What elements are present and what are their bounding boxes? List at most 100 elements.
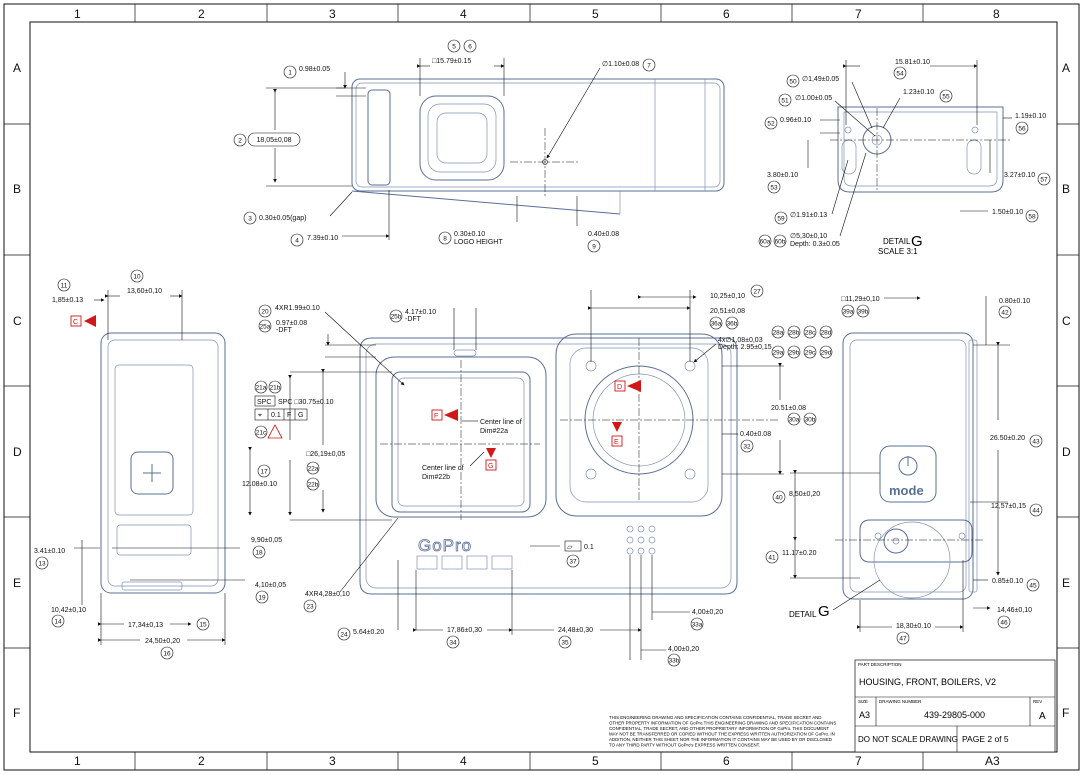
title-block: PART DESCRIPTION HOUSING, FRONT, BOILERS… [854, 659, 1056, 753]
dim-57: 3.27±0.10 [1004, 172, 1035, 179]
balloon-25a: 25a [260, 324, 271, 331]
balloon-29b: 29b [789, 350, 800, 357]
balloon-13: 13 [38, 561, 46, 568]
zone-col-8-top: 8 [993, 7, 1000, 21]
dim-17: 12.08±0.10 [242, 481, 277, 488]
balloon-32: 32 [743, 444, 751, 451]
dim-25b-dft: -DFT [405, 316, 422, 323]
balloon-34: 34 [449, 640, 457, 647]
note-centerline-22b-ref: Dim#22b [422, 474, 450, 481]
right-side-view: mode [835, 332, 985, 600]
balloon-50: 50 [789, 79, 797, 86]
dim-27-depth: Depth: 2.95±0,15 [718, 344, 772, 351]
zone-col-6-bottom: 6 [723, 754, 730, 768]
zone-row-a-right: A [1062, 61, 1070, 75]
zone-row-a-left: A [13, 61, 21, 75]
front-view-dimensions: 20 4XR1.99±0.10 25a 0.97±0.08 -DFT 25b 4… [254, 284, 833, 667]
dim-55: 1.23±0.10 [903, 89, 934, 96]
balloon-59: 59 [777, 216, 785, 223]
dim-20v: 20.51±0.08 [771, 405, 806, 412]
balloon-29a: 29a [773, 350, 784, 357]
dim-34: 17,86±0,30 [447, 627, 482, 634]
detail-g-dimensions: 15.81±0.10 54 50 ∅1,49±0.05 51 ∅1.00±0.0… [758, 59, 1051, 256]
dim-9: 0.40±0.08 [588, 231, 619, 238]
balloon-17: 17 [260, 469, 268, 476]
dim-58: 1.50±0.10 [992, 209, 1023, 216]
dim-54: 15.81±0.10 [895, 59, 930, 66]
balloon-36a: 36a [711, 321, 722, 328]
dim-1: 0.98±0.05 [299, 66, 330, 73]
balloon-52: 52 [767, 121, 775, 128]
balloon-53: 53 [770, 185, 778, 192]
zone-col-2-top: 2 [198, 7, 205, 21]
detail-g-reference: DETAIL [789, 610, 817, 619]
balloon-41: 41 [768, 555, 776, 562]
dim-21: SPC □30.75±0.10 [278, 399, 334, 406]
datum-f-label: F [434, 413, 438, 420]
dim-14: 10,42±0,10 [51, 607, 86, 614]
dim-56: 1.19±0.10 [1015, 113, 1046, 120]
confidential-line-3: CONFIDENTIAL, TRADE SECRET, AND OTHER PR… [609, 726, 829, 731]
zone-col-5-bottom: 5 [592, 754, 599, 768]
dim-13: 3.41±0.10 [34, 548, 65, 555]
fcf-tolerance: 0.1 [271, 412, 281, 419]
zone-row-d-left: D [13, 445, 22, 459]
dim-19: 4,10±0,05 [255, 582, 286, 589]
dim-23: 4XR4,28±0,10 [305, 591, 350, 598]
balloon-10: 10 [133, 274, 141, 281]
left-side-dimensions: 11 1,85±0.13 10 13,60±0,10 C 17 12.08±0.… [34, 269, 286, 660]
fcf-datum-g: G [298, 412, 303, 419]
balloon-40: 40 [775, 495, 783, 502]
zone-row-d-right: D [1062, 445, 1071, 459]
dim-39: □11,29±0,10 [841, 296, 880, 303]
part-description-label: PART DESCRIPTION [858, 662, 902, 667]
dim-15: 17,34±0,13 [128, 622, 163, 629]
dim-3: 0.30±0.05(gap) [259, 215, 306, 222]
balloon-56: 56 [1018, 126, 1026, 133]
balloon-28d: 28d [821, 330, 832, 337]
zone-col-7-bottom: 7 [855, 754, 862, 768]
dim-7: ∅1.10±0.08 [602, 61, 639, 68]
mode-button-label: mode [889, 483, 924, 498]
dim-53: 3.80±0.10 [767, 172, 798, 179]
zone-col-4-bottom: 4 [460, 754, 467, 768]
detail-g-view [830, 106, 1010, 193]
dim-44: 12,57±0,15 [991, 503, 1026, 510]
do-not-scale-note: DO NOT SCALE DRAWING [858, 735, 958, 744]
zone-row-b-right: B [1062, 182, 1070, 196]
balloon-54: 54 [896, 71, 904, 78]
dim-45: 0.85±0.10 [992, 578, 1023, 585]
balloon-1: 1 [288, 70, 292, 77]
dim-10r: 10,25±0,10 [710, 293, 745, 300]
zone-row-f-left: F [13, 706, 20, 720]
dim-20r: 20,51±0,08 [710, 308, 745, 315]
zone-col-2-bottom: 2 [198, 754, 205, 768]
zone-row-c-left: C [13, 314, 22, 328]
balloon-22b: 22b [308, 482, 319, 489]
fcf-datum-f: F [287, 412, 291, 419]
balloon-16: 16 [163, 651, 171, 658]
balloon-44: 44 [1032, 508, 1040, 515]
zone-col-5-top: 5 [592, 7, 599, 21]
datum-c-label: C [73, 319, 78, 326]
balloon-36b: 36b [727, 321, 738, 328]
spc-label: SPC [257, 399, 271, 406]
zone-row-e-right: E [1062, 576, 1070, 590]
balloon-19: 19 [258, 595, 266, 602]
dim-33b: 4,00±0,20 [668, 646, 699, 653]
revision: A [1039, 711, 1046, 722]
balloon-2: 2 [238, 138, 242, 145]
zone-row-b-left: B [13, 182, 21, 196]
zone-row-f-right: F [1062, 706, 1069, 720]
sheet-frame: 1 2 3 4 5 6 7 8 1 2 3 4 5 6 7 A3 A B C D… [3, 3, 1080, 771]
balloon-20: 20 [261, 309, 269, 316]
dim-2: 18,05±0,08 [257, 137, 292, 144]
zone-col-1-top: 1 [74, 7, 81, 21]
dim-43: 26.50±0.20 [990, 435, 1025, 442]
dim-11: 1,85±0.13 [52, 297, 83, 304]
left-side-view [100, 332, 226, 594]
balloon-57: 57 [1040, 177, 1048, 184]
confidentiality-notice: THIS ENGINEERING DRAWING AND SPECIFICATI… [609, 715, 836, 748]
balloon-30b: 30b [805, 417, 816, 424]
flatness-symbol: ▱ [567, 544, 573, 551]
